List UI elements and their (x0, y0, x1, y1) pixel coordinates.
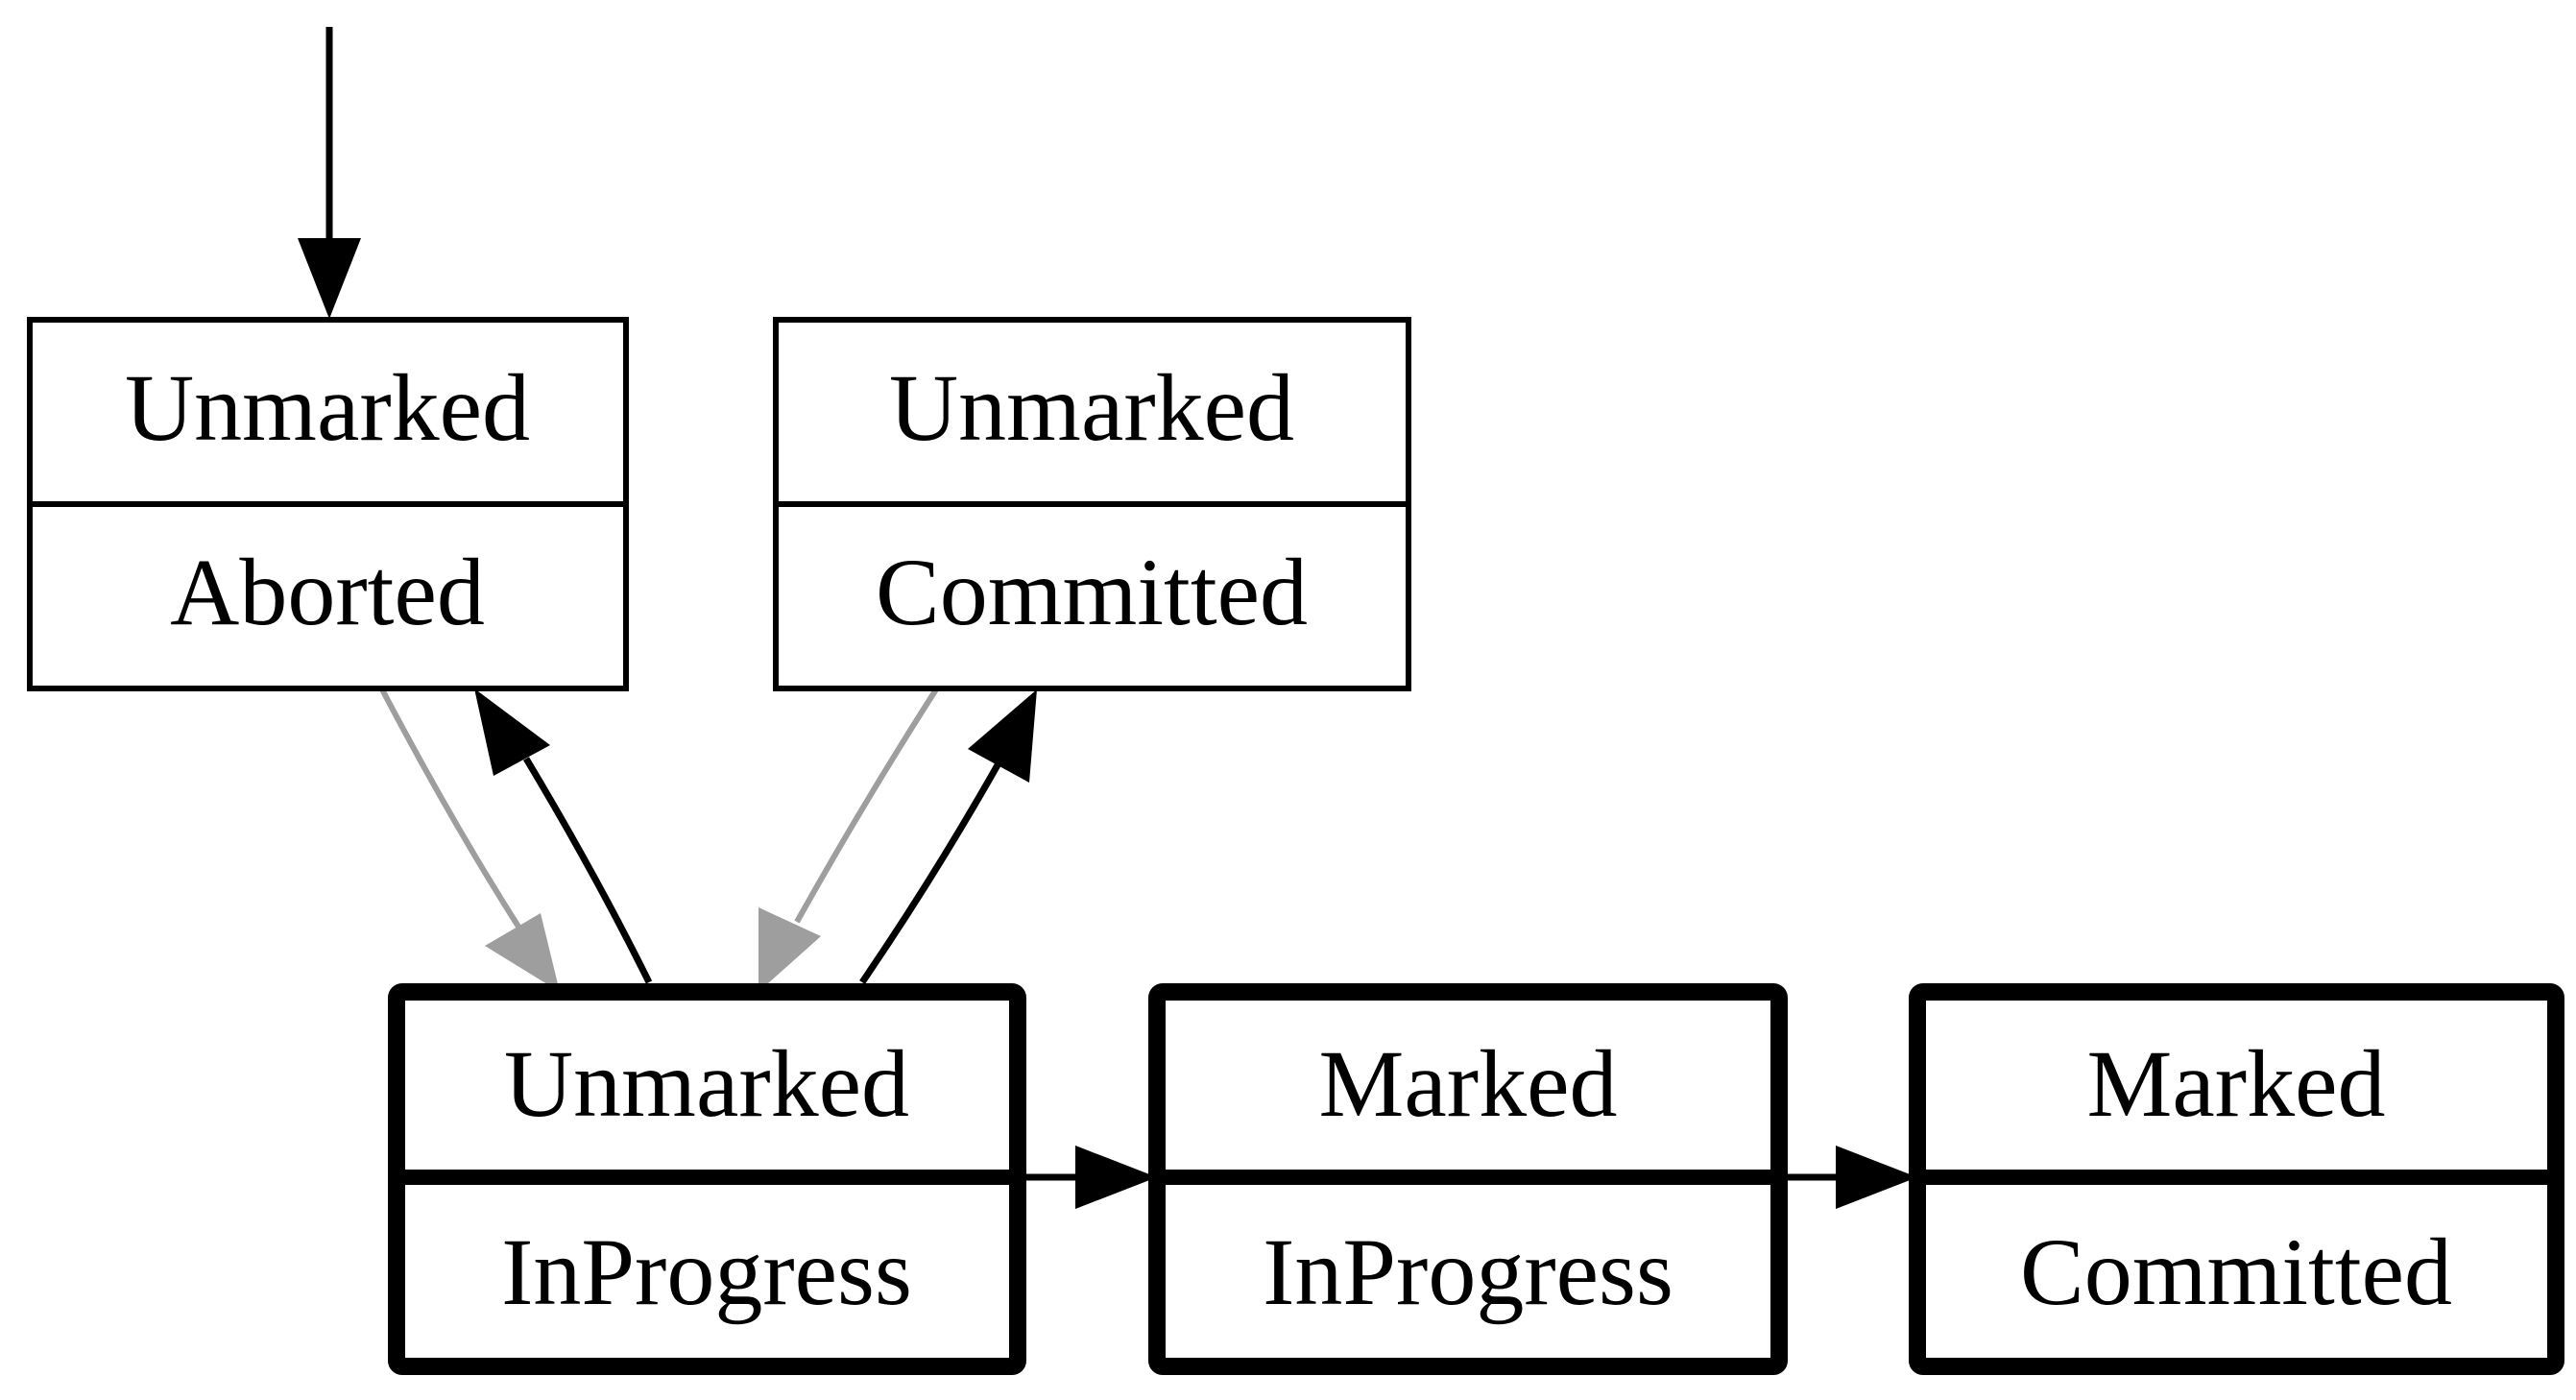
edge-unmarked-inprogress-to-unmarked-aborted (474, 688, 653, 984)
node-marked-committed: Marked Committed (1909, 983, 2564, 1375)
node-bottom-label: InProgress (1263, 1219, 1673, 1325)
edge-marked-inprogress-to-marked-committed (1779, 1146, 1917, 1209)
edge-unmarked-inprogress-to-marked-inprogress (1018, 1146, 1157, 1209)
edges (298, 27, 1917, 1209)
node-bottom-label: Committed (876, 539, 1308, 645)
node-top-label: Unmarked (125, 354, 530, 461)
node-bottom-label: Committed (2020, 1219, 2452, 1325)
edge-start-to-unmarked-aborted (298, 27, 361, 319)
node-unmarked-committed: Unmarked Committed (773, 317, 1411, 691)
node-top-label: Marked (2087, 1030, 2386, 1137)
node-top-label: Marked (1319, 1030, 1618, 1137)
node-top-label: Unmarked (504, 1030, 909, 1137)
node-unmarked-inprogress: Unmarked InProgress (388, 983, 1026, 1375)
node-marked-inprogress: Marked InProgress (1148, 983, 1788, 1375)
node-unmarked-aborted: Unmarked Aborted (27, 317, 629, 691)
edge-unmarked-committed-to-unmarked-inprogress (758, 688, 939, 992)
edge-unmarked-aborted-to-unmarked-inprogress (379, 688, 560, 992)
node-bottom-label: Aborted (170, 539, 485, 645)
node-bottom-label: InProgress (501, 1219, 912, 1325)
node-top-label: Unmarked (889, 354, 1294, 461)
edge-unmarked-inprogress-to-unmarked-committed (859, 689, 1037, 984)
